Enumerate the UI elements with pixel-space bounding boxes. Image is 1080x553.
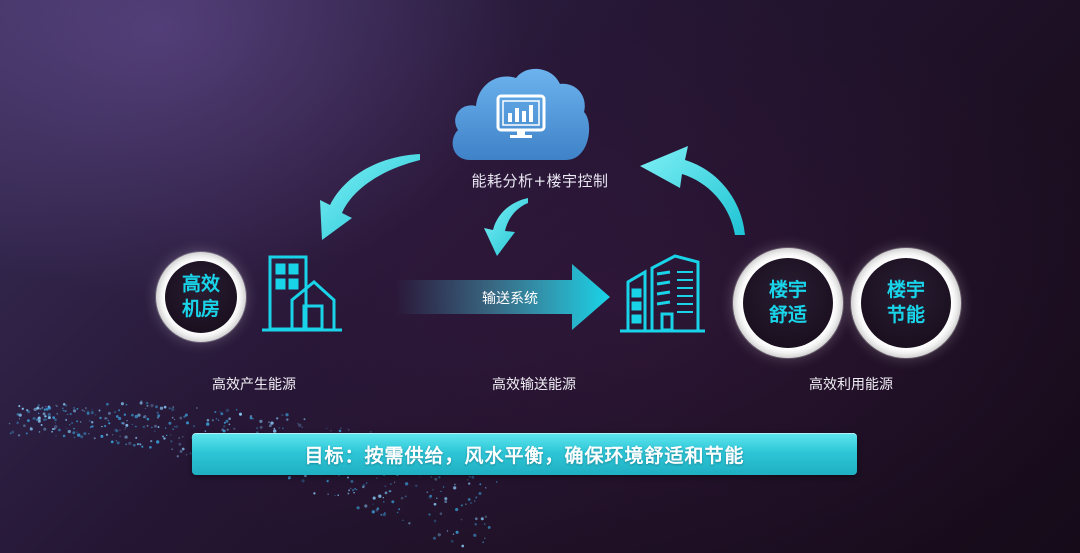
office-building-icon [620,254,705,333]
node-plant-room: 高效 机房 [156,252,246,342]
goal-banner: 目标：按需供给，风水平衡，确保环境舒适和节能 [192,433,857,475]
node-comfort-line2: 舒适 [768,304,807,326]
pipe-arrow [395,264,610,330]
node-plant-line1: 高效 [181,273,220,295]
node-saving-line2: 节能 [886,304,925,326]
cloud-icon [452,68,590,160]
plant-building-icon [262,255,342,332]
cloud-label: 能耗分析+楼宇控制 [471,172,609,190]
node-building-comfort: 楼宇 舒适 [733,248,843,358]
arrow-building-to-cloud [640,146,745,235]
monitor-chart-icon [496,94,546,138]
arrow-cloud-to-plant [320,154,420,240]
node-building-saving: 楼宇 节能 [851,248,961,358]
node-comfort-line1: 楼宇 [768,279,807,301]
cloud-node [448,62,590,162]
node-saving-line1: 楼宇 [886,279,925,301]
caption-produce: 高效产生能源 [212,377,296,393]
arrow-cloud-to-pipe [484,198,528,256]
node-plant-line2: 机房 [181,298,220,320]
pipe-label: 输送系统 [482,291,538,307]
caption-transport: 高效输送能源 [492,377,576,393]
goal-text: 目标：按需供给，风水平衡，确保环境舒适和节能 [304,444,745,467]
caption-use: 高效利用能源 [809,377,893,393]
